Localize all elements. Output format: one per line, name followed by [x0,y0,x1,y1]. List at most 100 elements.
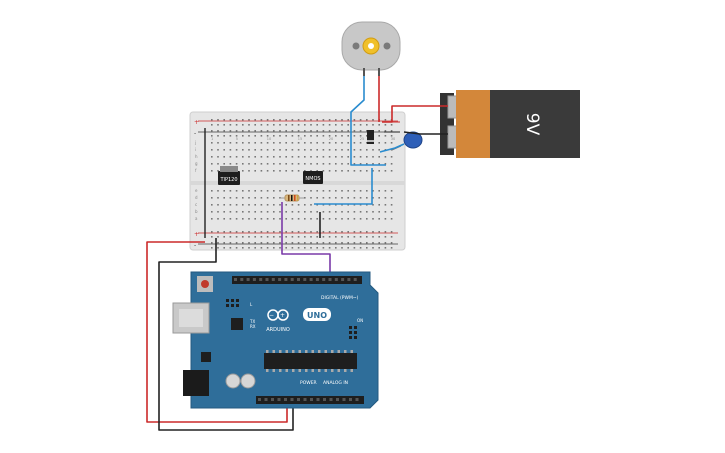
breadboard-hole [297,231,300,233]
dc-power-jack [183,370,209,396]
breadboard-hole [291,218,294,220]
header-pin [290,278,294,281]
breadboard-hole [359,149,362,151]
breadboard-hole [316,142,318,144]
breadboard-hole [390,197,393,199]
battery-9v[interactable]: 9V [440,90,580,158]
breadboard-hole [378,247,380,249]
wire-blue-capacitor [379,143,405,153]
breadboard-hole [347,135,349,137]
breadboard-hole [341,211,343,213]
breadboard-hole [279,204,281,206]
breadboard-hole [248,119,250,121]
breadboard-hole [384,211,387,213]
breadboard-hole [223,204,225,206]
breadboard-hole [260,242,263,244]
breadboard-hole [353,135,356,137]
breadboard-hole [341,119,343,121]
breadboard-hole [235,204,238,206]
breadboard-hole [285,119,287,121]
breadboard-hole [322,135,325,137]
breadboard-hole [384,231,387,233]
nmos-transistor[interactable]: NMOS [303,171,323,184]
breadboard-hole [316,190,318,192]
arduino-uno[interactable]: − + ARDUINO UNO DIGITAL (PWM~) POWER ANA… [172,271,379,409]
breadboard-hole [341,163,343,165]
tip120-transistor[interactable]: TIP120 [218,166,240,185]
breadboard-hole [229,124,232,126]
breadboard-hole [384,163,387,165]
breadboard-hole [242,197,244,199]
breadboard-hole [328,247,331,249]
breadboard-hole [279,236,281,238]
breadboard-hole [390,218,393,220]
breadboard-hole [353,247,356,249]
breadboard-hole [359,247,362,249]
breadboard-hole [217,190,219,192]
breadboard-hole [266,242,269,244]
breadboard-hole [297,242,300,244]
breadboard-hole [211,190,213,192]
breadboard-hole [359,211,362,213]
breadboard-hole [378,211,380,213]
breadboard-hole [384,135,387,137]
breadboard-hole [328,218,331,220]
breadboard-hole [359,204,362,206]
battery-body-copper [456,90,492,158]
l-label: L [250,302,253,307]
breadboard-hole [254,170,256,172]
breadboard-hole [229,211,232,213]
breadboard-hole [335,247,337,249]
breadboard-hole [322,142,325,144]
breadboard-hole [335,197,337,199]
breadboard-hole [341,242,343,244]
header-pin [258,398,261,401]
arduino-logo-icon: − + [267,309,289,321]
breadboard-hole [217,156,219,158]
breadboard-hole [384,197,387,199]
breadboard-hole [291,242,294,244]
breadboard-hole [390,236,393,238]
breadboard-hole [285,170,287,172]
breadboard-hole [378,170,380,172]
battery-label: 9V [522,113,542,136]
breadboard-hole [310,211,312,213]
breadboard-hole [260,211,263,213]
breadboard-hole [260,247,263,249]
dc-motor[interactable] [341,21,401,76]
breadboard-hole [304,170,306,172]
breadboard-hole [291,119,294,121]
motor-shaft-center [368,43,374,49]
breadboard-hole [341,231,343,233]
breadboard-hole [217,135,219,137]
breadboard-hole [310,231,312,233]
breadboard-hole [341,218,343,220]
breadboard-hole [285,163,287,165]
diode[interactable] [367,130,374,144]
center-channel [190,181,405,185]
breadboard-hole [328,124,331,126]
breadboard-hole [384,236,387,238]
breadboard-hole [273,124,275,126]
breadboard-hole [335,163,337,165]
breadboard-hole [378,124,380,126]
breadboard-hole [359,163,362,165]
chip-pin [305,350,308,353]
breadboard-hole [316,197,318,199]
breadboard-hole [217,242,219,244]
breadboard-hole [304,197,306,199]
breadboard-hole [347,170,349,172]
breadboard-hole [378,190,380,192]
breadboard-hole [347,156,349,158]
breadboard-hole [378,156,380,158]
breadboard-hole [217,204,219,206]
breadboard-hole [304,135,306,137]
breadboard-hole [229,190,232,192]
resistor[interactable] [280,194,304,202]
breadboard-hole [260,135,263,137]
breadboard-hole [279,218,281,220]
breadboard-hole [266,231,269,233]
breadboard-hole [316,231,318,233]
header-pin [315,278,319,281]
breadboard-hole [266,190,269,192]
